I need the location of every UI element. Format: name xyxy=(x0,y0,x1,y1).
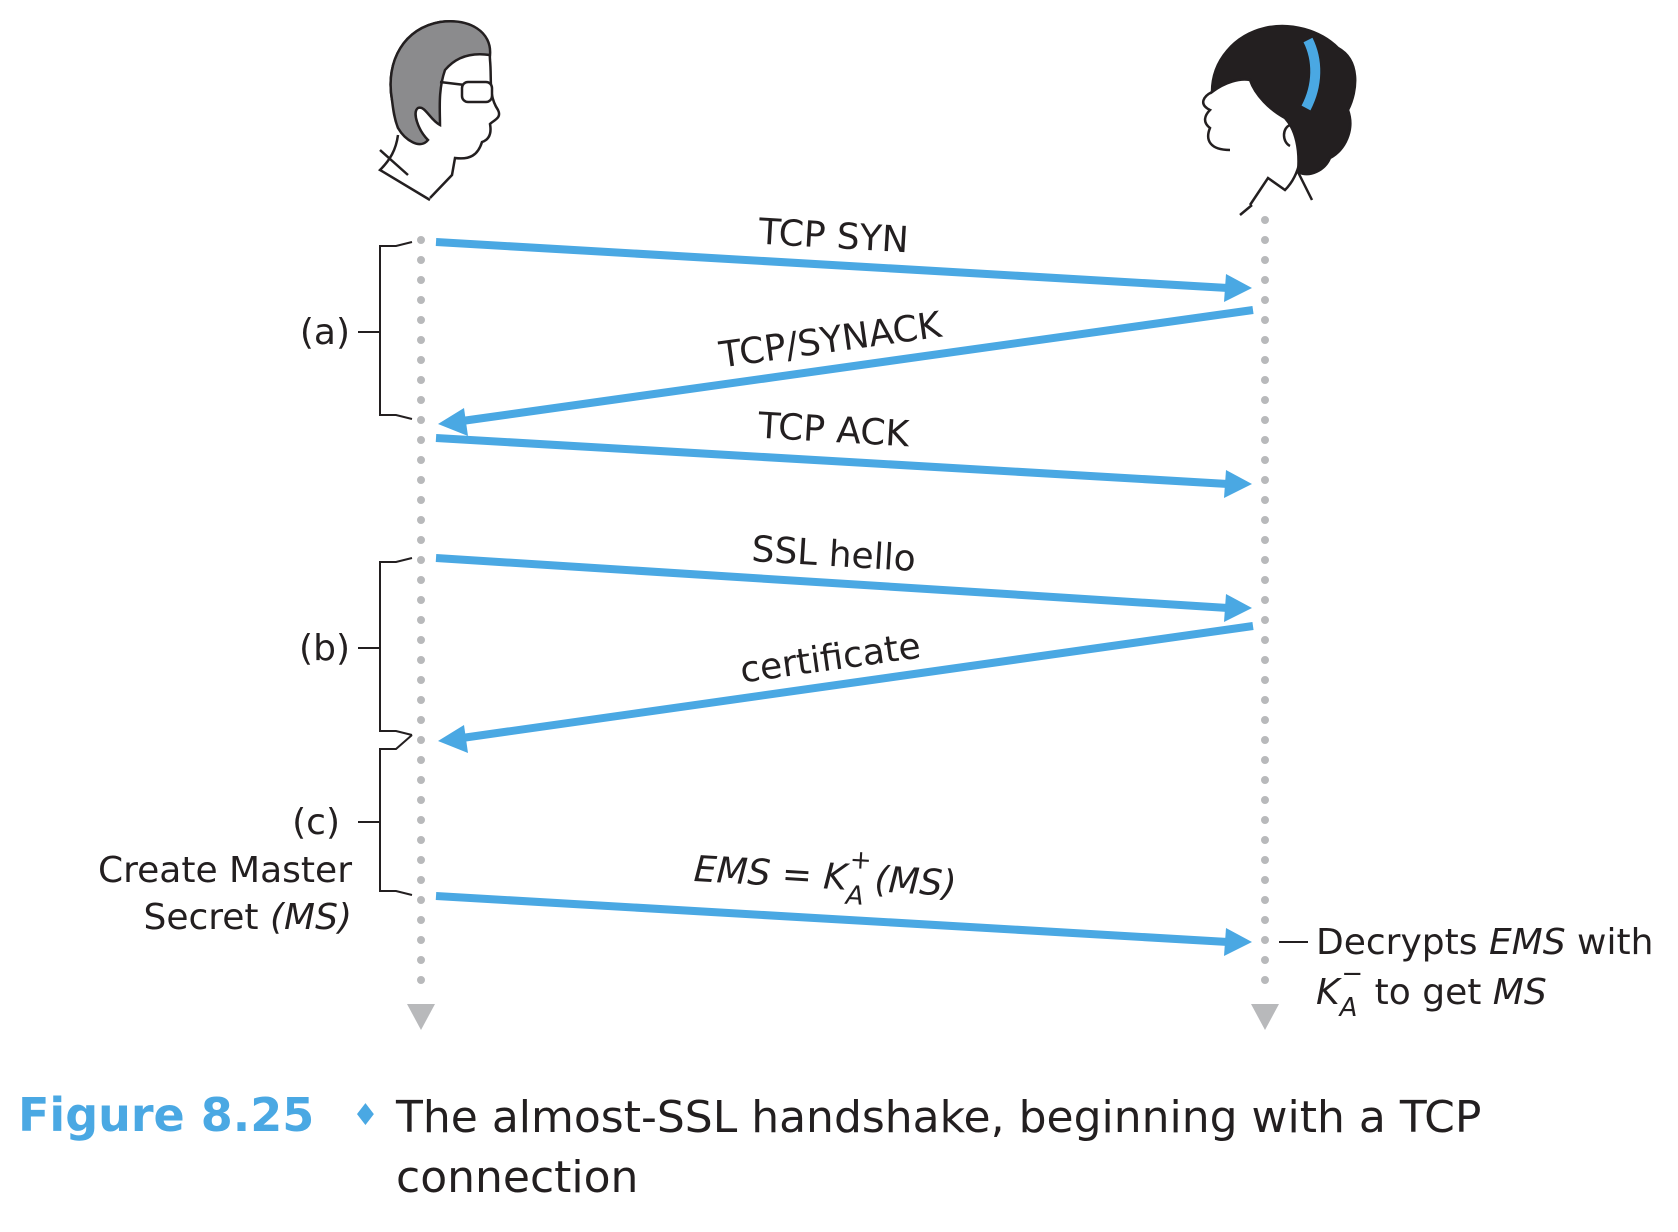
phase-bracket-b xyxy=(358,557,413,736)
message-arrow-tcp-ack: TCP ACK xyxy=(435,406,1252,498)
message-arrow-ssl-hello: SSL hello xyxy=(435,529,1252,622)
message-arrow-ems: EMS = KA+(MS) xyxy=(435,836,1252,956)
handshake-diagram: TCP SYN TCP/SYNACK TCP ACK SSL hello cer… xyxy=(98,20,1653,1030)
message-label-tcp-ack: TCP ACK xyxy=(756,406,911,456)
message-arrow-tcp-syn: TCP SYN xyxy=(435,212,1252,302)
message-label-certificate: certificate xyxy=(738,626,924,692)
message-label-tcp-syn: TCP SYN xyxy=(757,212,910,262)
server-lifeline xyxy=(1251,216,1279,1030)
message-arrow-certificate: certificate xyxy=(438,622,1254,753)
client-note-line2: Secret (MS) xyxy=(143,897,352,938)
phase-label-c: (c) xyxy=(292,802,340,843)
phase-bracket-c xyxy=(358,734,413,896)
phase-bracket-a xyxy=(358,241,413,420)
client-person-icon xyxy=(377,20,501,202)
message-label-ems: EMS = KA+(MS) xyxy=(692,836,958,917)
server-person-icon xyxy=(1202,24,1357,216)
client-lifeline xyxy=(407,236,435,1030)
client-note-line1: Create Master xyxy=(98,850,352,891)
phase-label-a: (a) xyxy=(300,312,350,353)
phase-label-b: (b) xyxy=(299,628,350,669)
server-note-line1: Decrypts EMS with xyxy=(1316,922,1653,963)
caption-text: The almost-SSL handshake, beginning with… xyxy=(396,1092,1482,1203)
server-note-line2: KA− to get MS xyxy=(1316,959,1547,1023)
figure-number: Figure 8.25 xyxy=(18,1088,315,1142)
caption-diamond-icon: ♦ xyxy=(352,1098,379,1133)
message-label-ssl-hello: SSL hello xyxy=(751,529,917,580)
